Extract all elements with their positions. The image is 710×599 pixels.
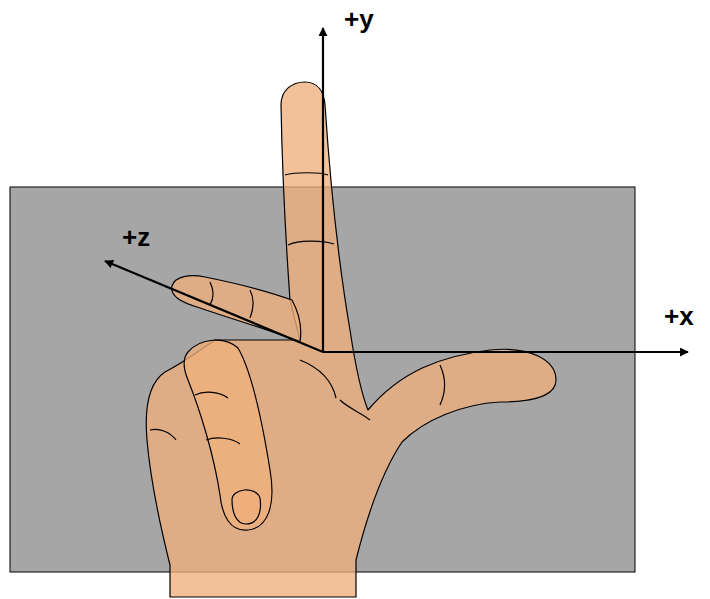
z-axis	[105, 261, 323, 352]
axis-label: +z	[122, 224, 150, 250]
axis-label: +y	[344, 6, 374, 32]
y-axis	[322, 28, 324, 352]
axis-label: +x	[664, 303, 694, 329]
axes	[105, 28, 688, 352]
x-axis	[323, 351, 688, 353]
hand	[146, 82, 556, 597]
